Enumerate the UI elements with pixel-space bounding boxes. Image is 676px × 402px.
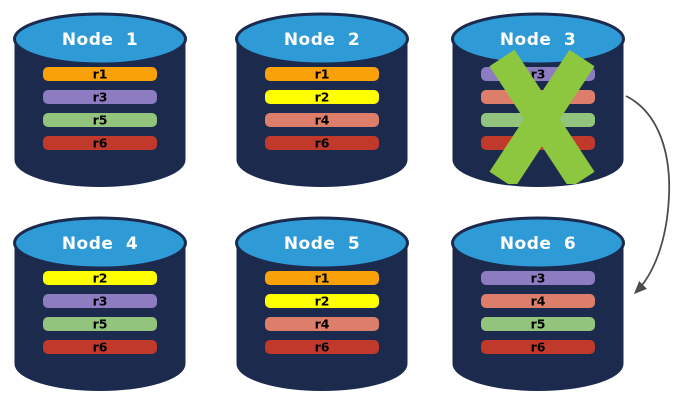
replica-bar [265, 67, 379, 81]
replica-label: r4 [315, 317, 330, 332]
replica-bar [265, 317, 379, 331]
cylinder-top [13, 12, 187, 66]
replica-bar [265, 90, 379, 104]
replica-bar [43, 90, 157, 104]
node-title: Node 1 [62, 30, 138, 50]
replica-label: r6 [531, 340, 546, 355]
replica-label: r3 [531, 271, 546, 286]
replica-bar [265, 340, 379, 354]
cylinder-top [235, 12, 409, 66]
replica-label: r5 [93, 113, 108, 128]
cylinder-top [451, 216, 625, 270]
cylinder-top [13, 216, 187, 270]
node-title: Node 3 [500, 30, 576, 50]
replica-bar [481, 294, 595, 308]
node-title: Node 6 [500, 234, 576, 254]
replica-bar [43, 294, 157, 308]
replica-bar [43, 136, 157, 150]
replica-bar [481, 340, 595, 354]
replica-bar [43, 317, 157, 331]
replica-bar [265, 294, 379, 308]
replica-label: r5 [93, 317, 108, 332]
node-title: Node 5 [284, 234, 360, 254]
replica-bar [481, 271, 595, 285]
replica-label: r1 [93, 67, 108, 82]
replica-label: r3 [531, 67, 546, 82]
replica-label: r4 [315, 113, 330, 128]
node-1: Node 1 r1 r3 r5 r6 [13, 12, 187, 187]
replica-label: r6 [93, 136, 108, 151]
node-title: Node 2 [284, 30, 360, 50]
cylinder-top [235, 216, 409, 270]
replica-label: r2 [315, 90, 330, 105]
replica-bar [43, 67, 157, 81]
replica-bar [481, 113, 595, 127]
replica-label: r1 [315, 271, 330, 286]
node-title: Node 4 [62, 234, 138, 254]
replica-bar [265, 113, 379, 127]
replica-bar [43, 271, 157, 285]
replica-label: r6 [315, 340, 330, 355]
failover-arrow-path [625, 95, 671, 295]
replica-label: r1 [315, 67, 330, 82]
node-3: Node 3 r3 [451, 12, 625, 187]
replica-label: r6 [315, 136, 330, 151]
replica-bar [265, 136, 379, 150]
node-6: Node 6 r3 r4 r5 r6 [451, 216, 625, 391]
replica-label: r2 [93, 271, 108, 286]
replica-bar [481, 90, 595, 104]
node-5: Node 5 r1 r2 r4 r6 [235, 216, 409, 391]
replica-label: r3 [93, 90, 108, 105]
replica-bar [481, 317, 595, 331]
replica-bar [43, 340, 157, 354]
replica-label: r2 [315, 294, 330, 309]
replica-label: r4 [531, 294, 546, 309]
replica-label: r5 [531, 317, 546, 332]
replica-bar [43, 113, 157, 127]
node-4: Node 4 r2 r3 r5 r6 [13, 216, 187, 391]
replica-label: r6 [93, 340, 108, 355]
replica-bar [265, 271, 379, 285]
replica-label: r3 [93, 294, 108, 309]
node-2: Node 2 r1 r2 r4 r6 [235, 12, 409, 187]
replica-bar [481, 136, 595, 150]
